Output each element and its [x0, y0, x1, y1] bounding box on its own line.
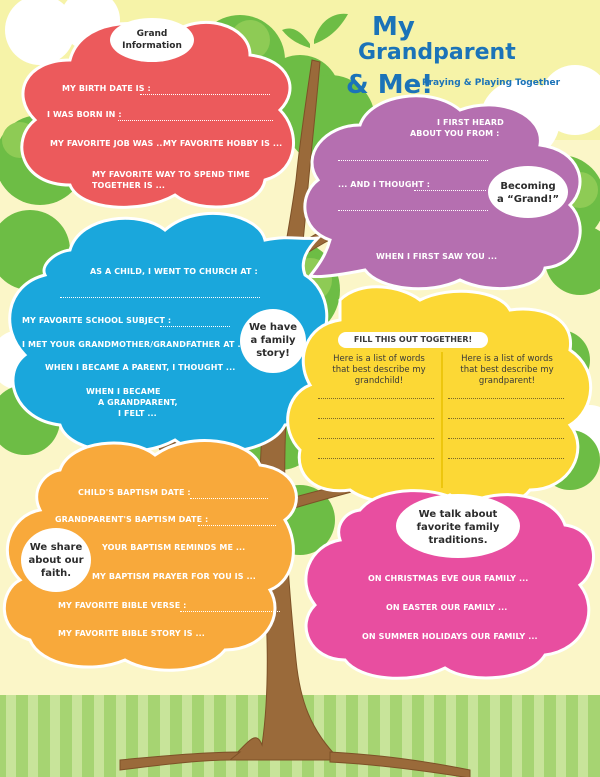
badge-grand-info [110, 18, 194, 62]
birth-date-field[interactable] [140, 94, 270, 95]
grandparent-word-field[interactable] [448, 438, 564, 439]
born-in-field[interactable] [118, 120, 273, 121]
birth-date-label: MY BIRTH DATE IS : [62, 84, 151, 93]
grandchild-word-field[interactable] [318, 398, 434, 399]
first-saw-label: WHEN I FIRST SAW YOU ... [376, 252, 498, 261]
title-grandparent: Grandparent [358, 40, 516, 65]
prayer-label: MY BAPTISM PRAYER FOR YOU IS ... [92, 572, 256, 581]
grandparent-word-field[interactable] [448, 418, 564, 419]
church-field[interactable] [60, 297, 260, 298]
and-i-thought-field[interactable] [414, 190, 486, 191]
grandchild-word-field[interactable] [318, 418, 434, 419]
grandparent-word-field[interactable] [448, 458, 564, 459]
spend-time-line2: TOGETHER IS ... [92, 181, 165, 190]
badge-family-traditions-text: We talk about favorite family traditions… [416, 509, 500, 546]
grandparent-baptism-field[interactable] [198, 525, 276, 526]
fill-together-header: FILL THIS OUT TOGETHER! [353, 335, 473, 344]
badge-family-story-text: We have a family story! [248, 322, 298, 359]
grandchild-word-field[interactable] [318, 438, 434, 439]
badge-grand-info-text: Grand Information [122, 29, 182, 51]
summer-label: ON SUMMER HOLIDAYS OUR FAMILY ... [362, 632, 538, 641]
purple-cloud [303, 94, 582, 291]
grandparent-line2: A GRANDPARENT, [98, 398, 178, 407]
title-and-me: & Me! [346, 70, 434, 100]
red-cloud [20, 20, 295, 209]
child-baptism-label: CHILD'S BAPTISM DATE : [78, 488, 191, 497]
favorite-hobby-label: MY FAVORITE HOBBY IS ... [163, 139, 283, 148]
grandchild-word-field[interactable] [318, 458, 434, 459]
sprout-icon [282, 13, 348, 48]
met-label: I MET YOUR GRANDMOTHER/GRANDFATHER AT ..… [22, 340, 247, 349]
grandparent-line1: WHEN I BECAME [86, 387, 161, 396]
badge-family-story [240, 309, 306, 373]
child-baptism-field[interactable] [190, 498, 268, 499]
and-i-thought-field-2[interactable] [338, 210, 488, 211]
title-my: My [372, 12, 415, 42]
first-heard-line2: ABOUT YOU FROM : [410, 129, 500, 138]
born-in-label: I WAS BORN IN : [47, 110, 122, 119]
spend-time-line1: MY FAVORITE WAY TO SPEND TIME [92, 170, 250, 179]
badge-becoming-grand-text: Becoming a “Grand!” [496, 181, 560, 205]
badge-share-faith [21, 528, 91, 592]
grandparent-word-field[interactable] [448, 398, 564, 399]
badge-share-faith-text: We share about our faith. [28, 542, 84, 579]
first-heard-field[interactable] [338, 160, 488, 161]
badge-becoming-grand [488, 166, 568, 218]
grandparent-words-heading: Here is a list of words that best descri… [460, 354, 554, 386]
christmas-label: ON CHRISTMAS EVE OUR FAMILY ... [368, 574, 529, 583]
grandparent-baptism-label: GRANDPARENT'S BAPTISM DATE : [55, 515, 209, 524]
grandparent-line3: I FELT ... [118, 409, 157, 418]
parent-label: WHEN I BECAME A PARENT, I THOUGHT ... [45, 363, 236, 372]
reminds-label: YOUR BAPTISM REMINDS ME ... [102, 543, 246, 552]
school-subject-field[interactable] [160, 326, 230, 327]
favorite-job-label: MY FAVORITE JOB WAS ... [50, 139, 166, 148]
and-i-thought-label: ... AND I THOUGHT : [338, 180, 431, 189]
badge-family-traditions [396, 494, 520, 558]
school-subject-label: MY FAVORITE SCHOOL SUBJECT : [22, 316, 172, 325]
verse-label: MY FAVORITE BIBLE VERSE : [58, 601, 187, 610]
easter-label: ON EASTER OUR FAMILY ... [386, 603, 508, 612]
pink-cloud [304, 489, 595, 680]
orange-cloud [2, 439, 298, 672]
title-subtitle: Praying & Playing Together [422, 78, 561, 88]
yellow-header-band [338, 332, 488, 348]
church-label: AS A CHILD, I WENT TO CHURCH AT : [90, 267, 258, 276]
grandchild-words-heading: Here is a list of words that best descri… [332, 354, 426, 386]
first-heard-line1: I FIRST HEARD [437, 118, 504, 127]
verse-field[interactable] [180, 611, 280, 612]
story-label: MY FAVORITE BIBLE STORY IS ... [58, 629, 205, 638]
